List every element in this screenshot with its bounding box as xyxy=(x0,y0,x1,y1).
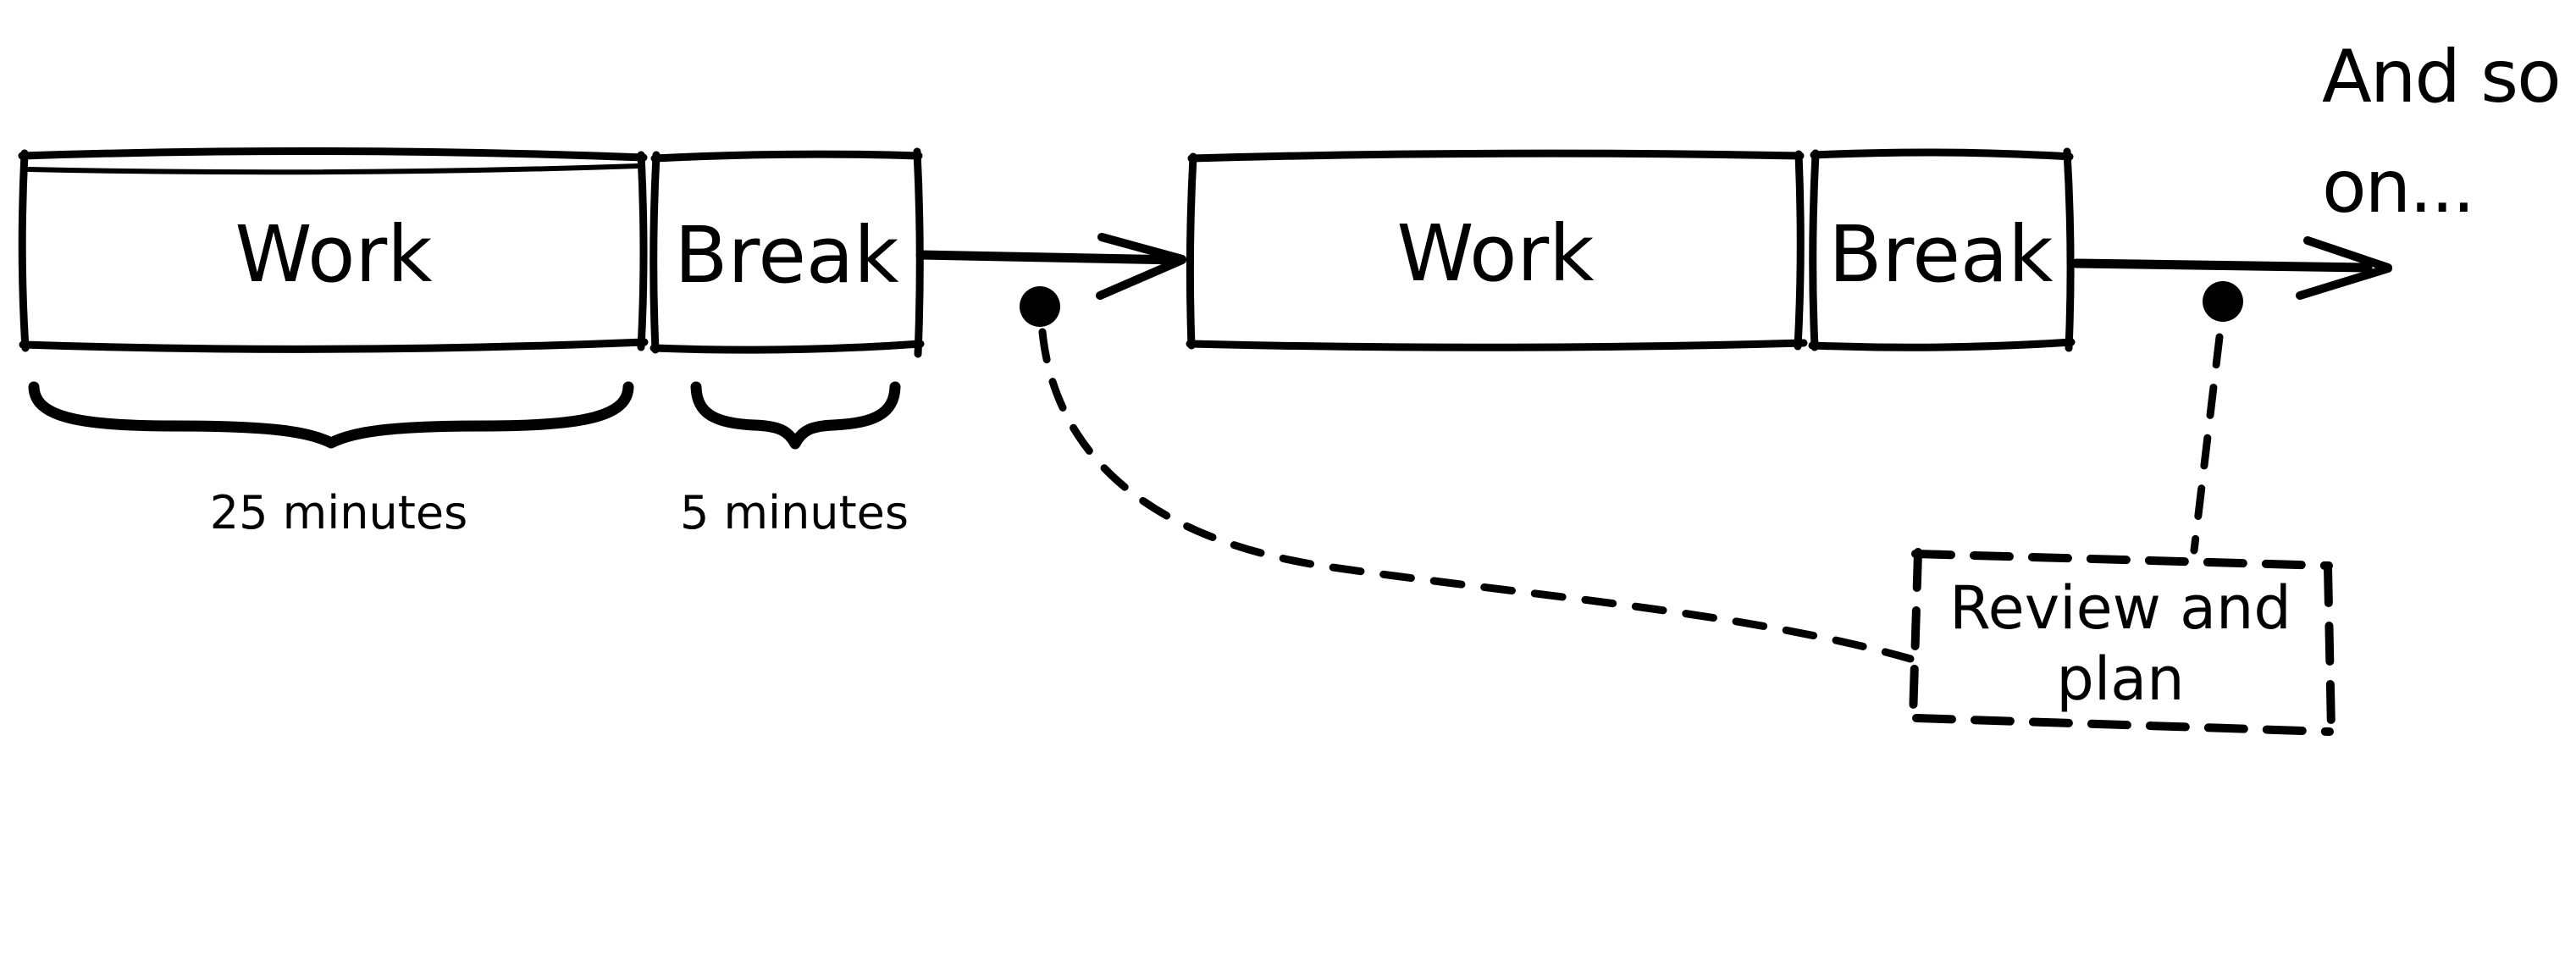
work-box-2-top-edge xyxy=(1187,149,1805,163)
review-connector-2-dashed-line xyxy=(2190,333,2224,555)
work-duration-label: 25 minutes xyxy=(210,486,467,539)
flow-arrow-2 xyxy=(2071,236,2392,300)
break-box-1-left-edge xyxy=(650,151,661,354)
break-box-1-bottom-edge xyxy=(650,340,925,354)
break-box-2-label: Break xyxy=(1828,209,2054,300)
work-duration-brace-stroke xyxy=(28,381,634,449)
flow-arrow-1 xyxy=(915,233,1186,300)
break-box-2: Break xyxy=(1808,147,2076,352)
review-plan-label-line2: plan xyxy=(2056,644,2184,714)
break-box-1-label: Break xyxy=(674,210,899,301)
work-box-1-right-edge xyxy=(637,151,648,351)
work-box-1-label: Work xyxy=(235,209,434,300)
review-plan-box-left-edge xyxy=(1909,548,1922,722)
continuation-label: And so on... xyxy=(2322,35,2562,229)
continuation-label-line2: on... xyxy=(2322,145,2474,229)
review-connector-1 xyxy=(1020,286,1915,663)
connector-dot-2 xyxy=(2203,281,2243,322)
break-box-2-left-edge xyxy=(1809,149,1820,351)
work-box-2: Work xyxy=(1186,149,1808,351)
work-box-2-bottom-edge xyxy=(1186,339,1808,351)
connector-dot-1 xyxy=(1020,286,1060,327)
work-box-1-top-edge-double-stroke xyxy=(26,163,641,175)
flow-arrow-2-shaft xyxy=(2071,258,2373,273)
break-box-2-right-edge xyxy=(2063,147,2075,352)
work-duration-brace: 25 minutes xyxy=(28,381,634,539)
break-box-1: Break xyxy=(650,147,925,358)
break-duration-brace: 5 minutes xyxy=(680,381,909,539)
work-box-1-left-edge xyxy=(18,149,30,352)
break-box-1-top-edge xyxy=(650,150,923,163)
work-box-1-bottom-edge xyxy=(19,338,649,353)
flow-arrow-1-lower-barb xyxy=(1096,256,1186,300)
break-box-2-top-edge xyxy=(1810,148,2074,161)
break-box-2-bottom-edge xyxy=(1808,338,2076,351)
continuation-label-line1: And so xyxy=(2322,35,2560,119)
review-connector-1-dashed-curve xyxy=(1038,328,1915,663)
break-duration-label: 5 minutes xyxy=(680,486,909,539)
review-plan-box-top-edge xyxy=(1911,550,2333,570)
review-plan-box-bottom-edge xyxy=(1912,714,2334,736)
flow-arrow-2-lower-barb xyxy=(2296,264,2392,300)
review-plan-box: Review and plan xyxy=(1909,548,2336,736)
flow-arrow-1-upper-barb xyxy=(1097,233,1186,263)
review-plan-label-line1: Review and xyxy=(1949,573,2291,643)
break-duration-brace-stroke xyxy=(690,381,901,450)
review-connector-2 xyxy=(2190,281,2243,555)
work-box-2-left-edge xyxy=(1186,152,1197,350)
work-box-1: Work xyxy=(18,147,649,353)
work-box-2-right-edge xyxy=(1794,150,1805,351)
work-box-2-label: Work xyxy=(1397,208,1595,299)
review-plan-box-right-edge xyxy=(2324,563,2336,734)
flow-arrow-2-upper-barb xyxy=(2303,236,2392,272)
work-box-1-top-edge xyxy=(18,147,648,162)
flow-arrow-1-shaft xyxy=(915,250,1184,265)
